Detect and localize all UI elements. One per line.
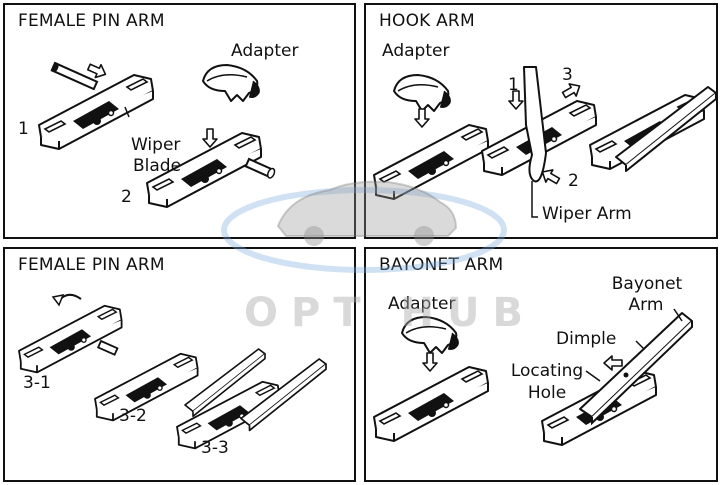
step-3-1-label: 3-1 bbox=[23, 373, 51, 393]
bayonet-arm-illustration bbox=[373, 308, 693, 446]
female-pin-arm-panel-bottom: FEMALE PIN ARM 3-1 3-2 3-3 bbox=[3, 247, 356, 482]
hole-label: Hole bbox=[527, 383, 567, 403]
panel-title: FEMALE PIN ARM bbox=[18, 255, 165, 275]
step-3-2-label: 3-2 bbox=[119, 406, 147, 426]
female-pin-steps-illustration bbox=[18, 293, 327, 450]
wiper-label: Wiper bbox=[131, 135, 181, 155]
step-1-label: 1 bbox=[508, 75, 519, 95]
step-3-label: 3 bbox=[562, 65, 573, 85]
hook-arm-panel: HOOK ARM Adapter 1 3 2 Wiper Arm bbox=[364, 3, 718, 239]
panel-title: FEMALE PIN ARM bbox=[18, 11, 165, 31]
wiper-arm-shape bbox=[523, 66, 547, 183]
pin-rod bbox=[50, 61, 99, 91]
arm-label: Arm bbox=[628, 295, 664, 315]
panel-title: BAYONET ARM bbox=[379, 255, 504, 275]
step-3-3-label: 3-3 bbox=[201, 438, 229, 458]
step-1-label: 1 bbox=[18, 119, 29, 139]
adapter-label: Adapter bbox=[231, 41, 299, 61]
locating-label: Locating bbox=[510, 361, 584, 381]
step-2-label: 2 bbox=[568, 171, 579, 191]
adapter-label: Adapter bbox=[388, 294, 456, 314]
bayonet-label: Bayonet bbox=[611, 274, 683, 294]
bayonet-arm-panel: BAYONET ARM Adapter Bayonet Arm Dimple L… bbox=[364, 247, 718, 482]
wiper-arm-label: Wiper Arm bbox=[542, 204, 632, 224]
hook-arm-illustration bbox=[373, 66, 716, 218]
female-pin-arm-panel-top: FEMALE PIN ARM Adapter Wiper Blade 1 2 bbox=[3, 3, 356, 239]
dimple-label: Dimple bbox=[556, 329, 617, 349]
step-2-label: 2 bbox=[121, 187, 132, 207]
panel-title: HOOK ARM bbox=[379, 11, 475, 31]
pin-rod-inserted bbox=[244, 157, 276, 179]
female-pin-connector-illustration bbox=[38, 59, 276, 208]
adapter-label: Adapter bbox=[382, 41, 450, 61]
blade-label: Blade bbox=[133, 156, 182, 176]
